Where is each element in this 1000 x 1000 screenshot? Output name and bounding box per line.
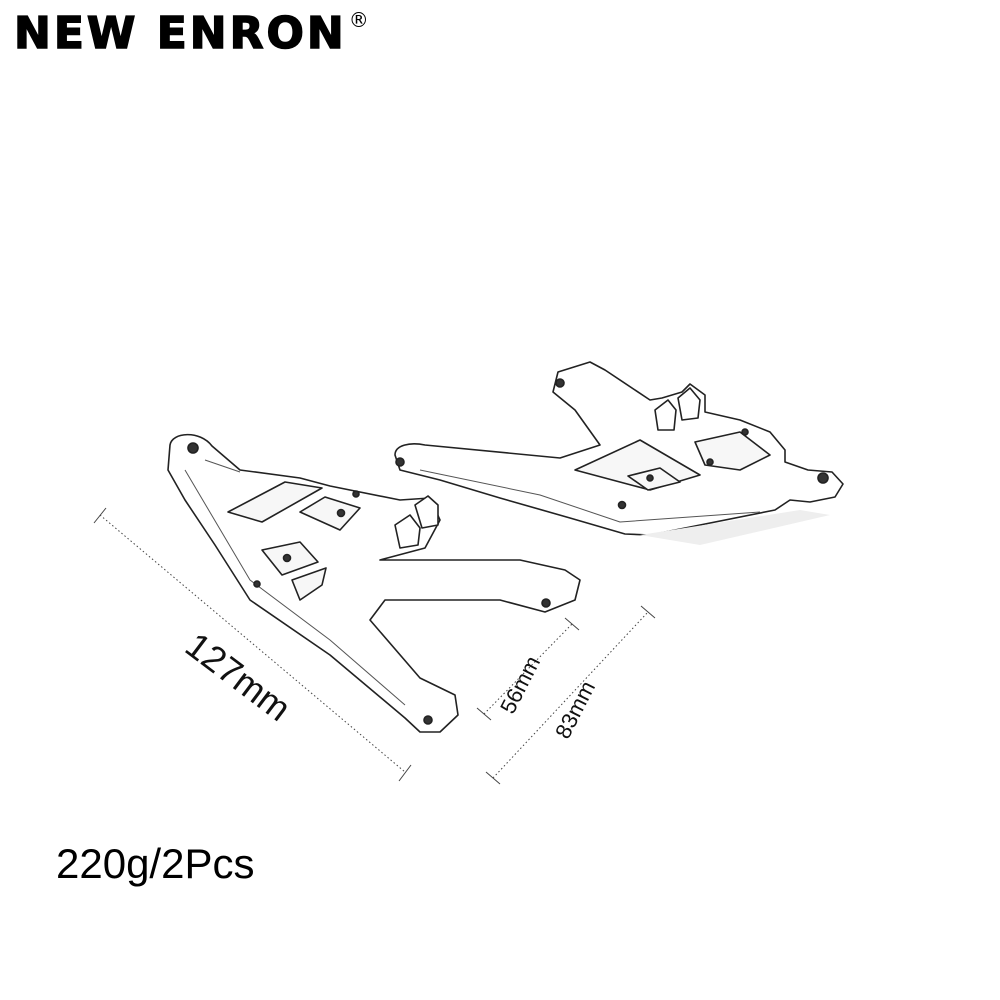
brand-name: NEW ENRON (13, 7, 347, 60)
length-dimension-line (99, 514, 406, 773)
left-suspension-arm (167, 433, 581, 733)
dimension-lines (93, 507, 656, 785)
registered-mark: ® (348, 8, 369, 32)
right-suspension-arm (394, 361, 844, 536)
outer-width-dimension-line (492, 611, 649, 779)
brand-logo: NEW ENRON ® (13, 7, 369, 60)
inner-width-dimension-line (483, 623, 573, 715)
weight-label: 220g/2Pcs (56, 840, 255, 887)
